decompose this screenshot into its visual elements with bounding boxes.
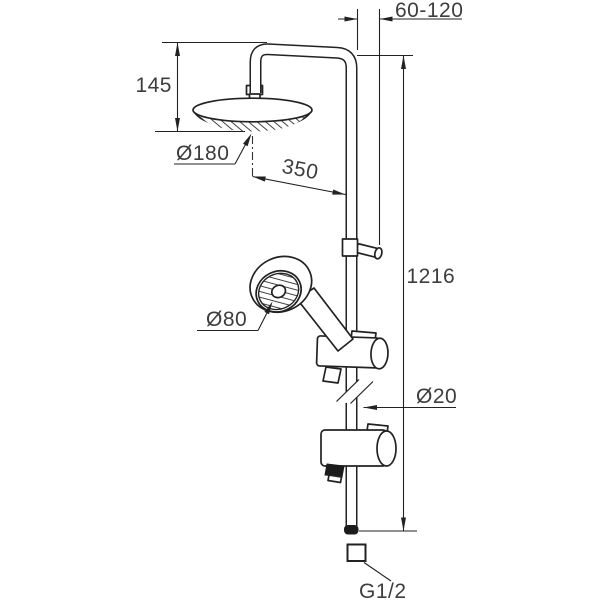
dim-hand-shower-diameter: Ø80	[197, 301, 273, 332]
dim-label-reach: 350	[280, 155, 320, 185]
dim-head-diameter: Ø180	[174, 133, 252, 165]
hand-shower-holder	[315, 330, 389, 384]
dim-connection-thread: G1/2	[359, 562, 407, 600]
hand-shower	[249, 255, 354, 352]
dim-label-head-diameter: Ø180	[176, 142, 229, 165]
dim-label-hand-shower-diameter: Ø80	[206, 308, 247, 331]
diverter-valve	[341, 238, 383, 260]
diverter-lever	[355, 242, 383, 260]
column-bottom-cap	[344, 525, 359, 535]
dim-reach: 350	[252, 155, 346, 196]
dim-label-total-height: 1216	[407, 265, 456, 288]
overhead-shower-head	[192, 97, 313, 132]
dim-label-rail-diameter: Ø20	[416, 385, 457, 408]
shower-arm-and-column	[249, 43, 358, 529]
dim-wall-offset: 60-120	[338, 0, 463, 245]
dim-rail-diameter: Ø20	[363, 385, 457, 410]
inlet-square	[346, 543, 367, 562]
dim-head-drop: 145	[135, 41, 267, 133]
pipe-break-mark	[336, 379, 374, 404]
dim-total-height: 1216	[357, 54, 456, 532]
dim-label-head-drop: 145	[135, 74, 172, 97]
dim-label-connection-thread: G1/2	[359, 580, 407, 600]
hand-shower-head	[249, 255, 313, 314]
wall-bracket	[320, 423, 397, 484]
dim-label-wall-offset: 60-120	[395, 0, 463, 22]
